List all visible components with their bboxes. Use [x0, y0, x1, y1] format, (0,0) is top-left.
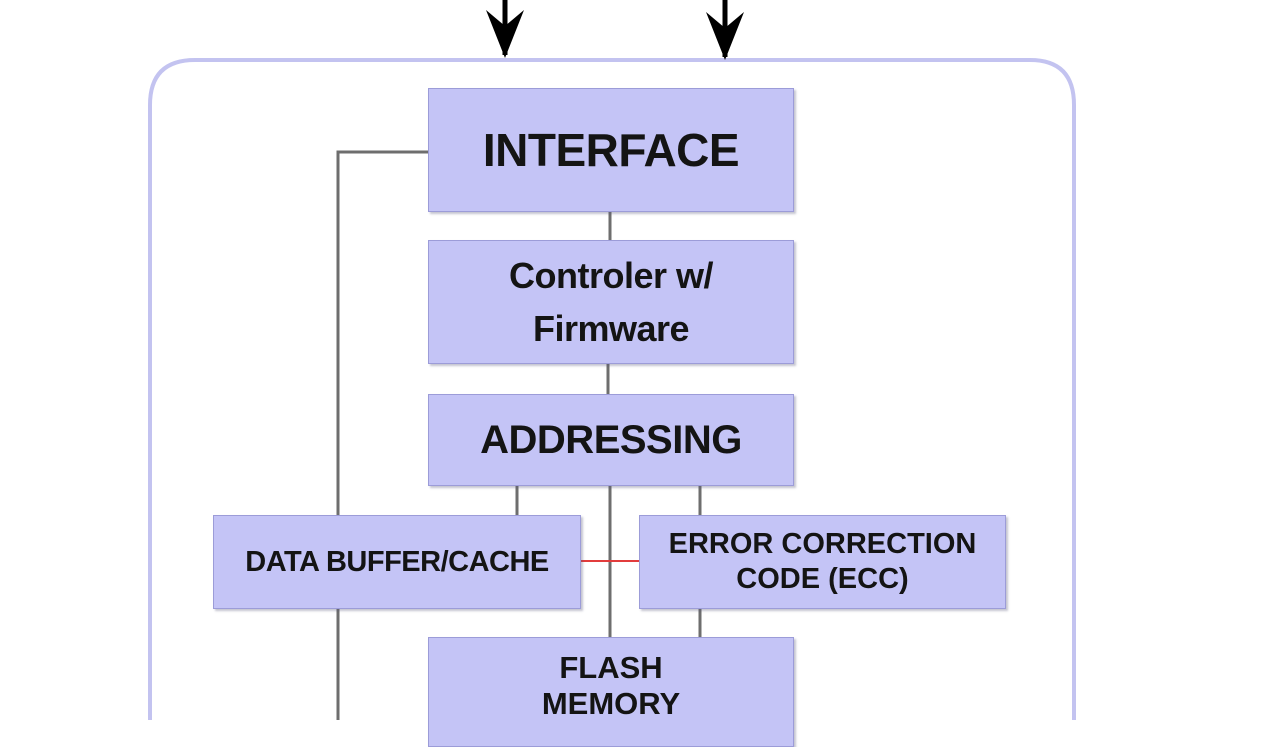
addressing-label: ADDRESSING: [480, 417, 742, 462]
flash-memory-label: FLASH MEMORY: [541, 650, 681, 721]
controller-block: Controler w/ Firmware: [428, 240, 794, 364]
interface-block: INTERFACE: [428, 88, 794, 212]
addressing-block: ADDRESSING: [428, 394, 794, 486]
ecc-label: ERROR CORRECTION CODE (ECC): [668, 528, 977, 595]
data-buffer-block: DATA BUFFER/CACHE: [213, 515, 581, 609]
connector-interface-buffer: [336, 150, 428, 515]
controller-label: Controler w/ Firmware: [508, 255, 714, 349]
flash-memory-block: FLASH MEMORY: [428, 637, 794, 747]
ecc-block: ERROR CORRECTION CODE (ECC): [639, 515, 1006, 609]
input-arrow-right: [706, 0, 744, 60]
interface-label: INTERFACE: [482, 124, 740, 176]
data-buffer-label: DATA BUFFER/CACHE: [245, 545, 549, 578]
diagram-canvas: [148, 0, 1076, 720]
device-container-outline: [148, 58, 1076, 720]
ssd-architecture-diagram: INTERFACE Controler w/ Firmware ADDRESSI…: [148, 0, 1076, 747]
input-arrow-left: [486, 0, 524, 58]
